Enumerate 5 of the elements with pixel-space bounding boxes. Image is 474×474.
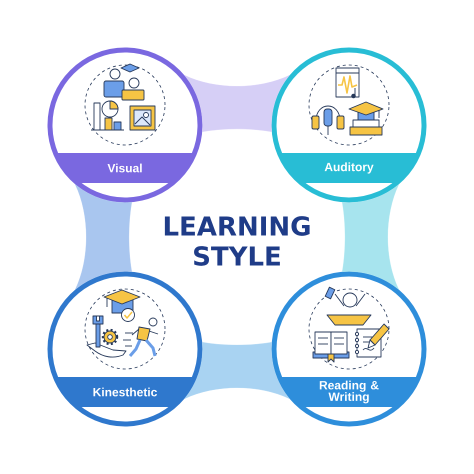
connector-band xyxy=(184,75,290,132)
connector-band xyxy=(75,184,132,290)
title: LEARNING STYLE xyxy=(164,216,310,266)
connector-band xyxy=(342,184,399,290)
connector-band xyxy=(184,342,290,399)
